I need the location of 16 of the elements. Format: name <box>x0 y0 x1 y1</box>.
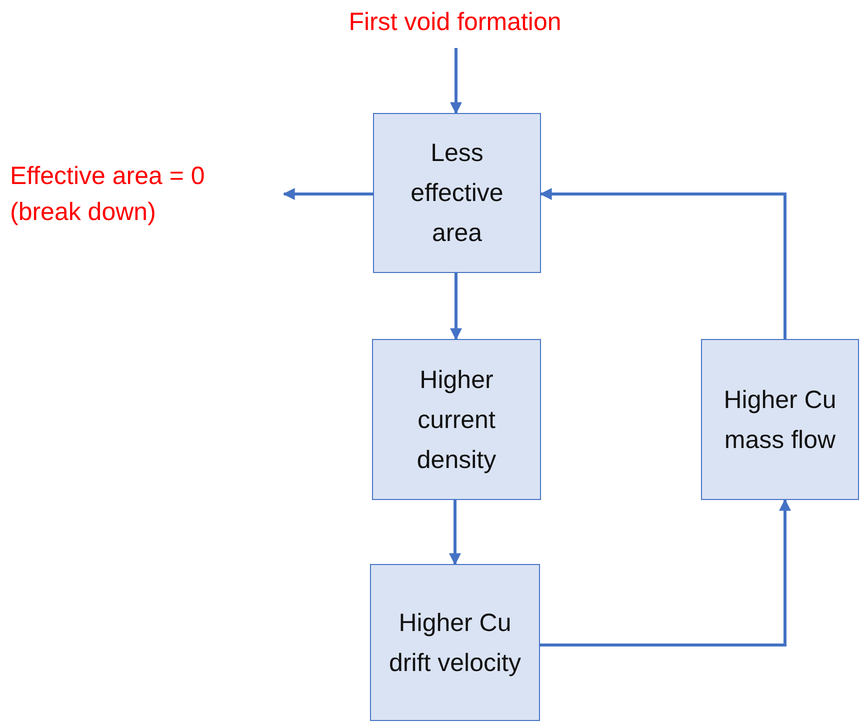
node-text: Less effective area <box>410 138 504 249</box>
arrow <box>450 273 462 340</box>
annotation-text: First void formation <box>300 4 610 40</box>
process-box <box>701 339 859 500</box>
arrow <box>540 498 791 646</box>
process-box <box>370 564 540 721</box>
process-box <box>372 339 541 500</box>
process-box <box>373 113 541 273</box>
node-text: Higher Cu mass flow <box>722 384 838 456</box>
arrow <box>450 48 462 114</box>
annotation-text: Effective area = 0 (break down) <box>10 158 272 230</box>
node-text: Higher Cu drift velocity <box>388 608 522 678</box>
arrow <box>449 500 461 566</box>
arrow <box>282 188 373 200</box>
node-text: Higher current density <box>416 364 498 476</box>
arrow <box>540 188 786 339</box>
